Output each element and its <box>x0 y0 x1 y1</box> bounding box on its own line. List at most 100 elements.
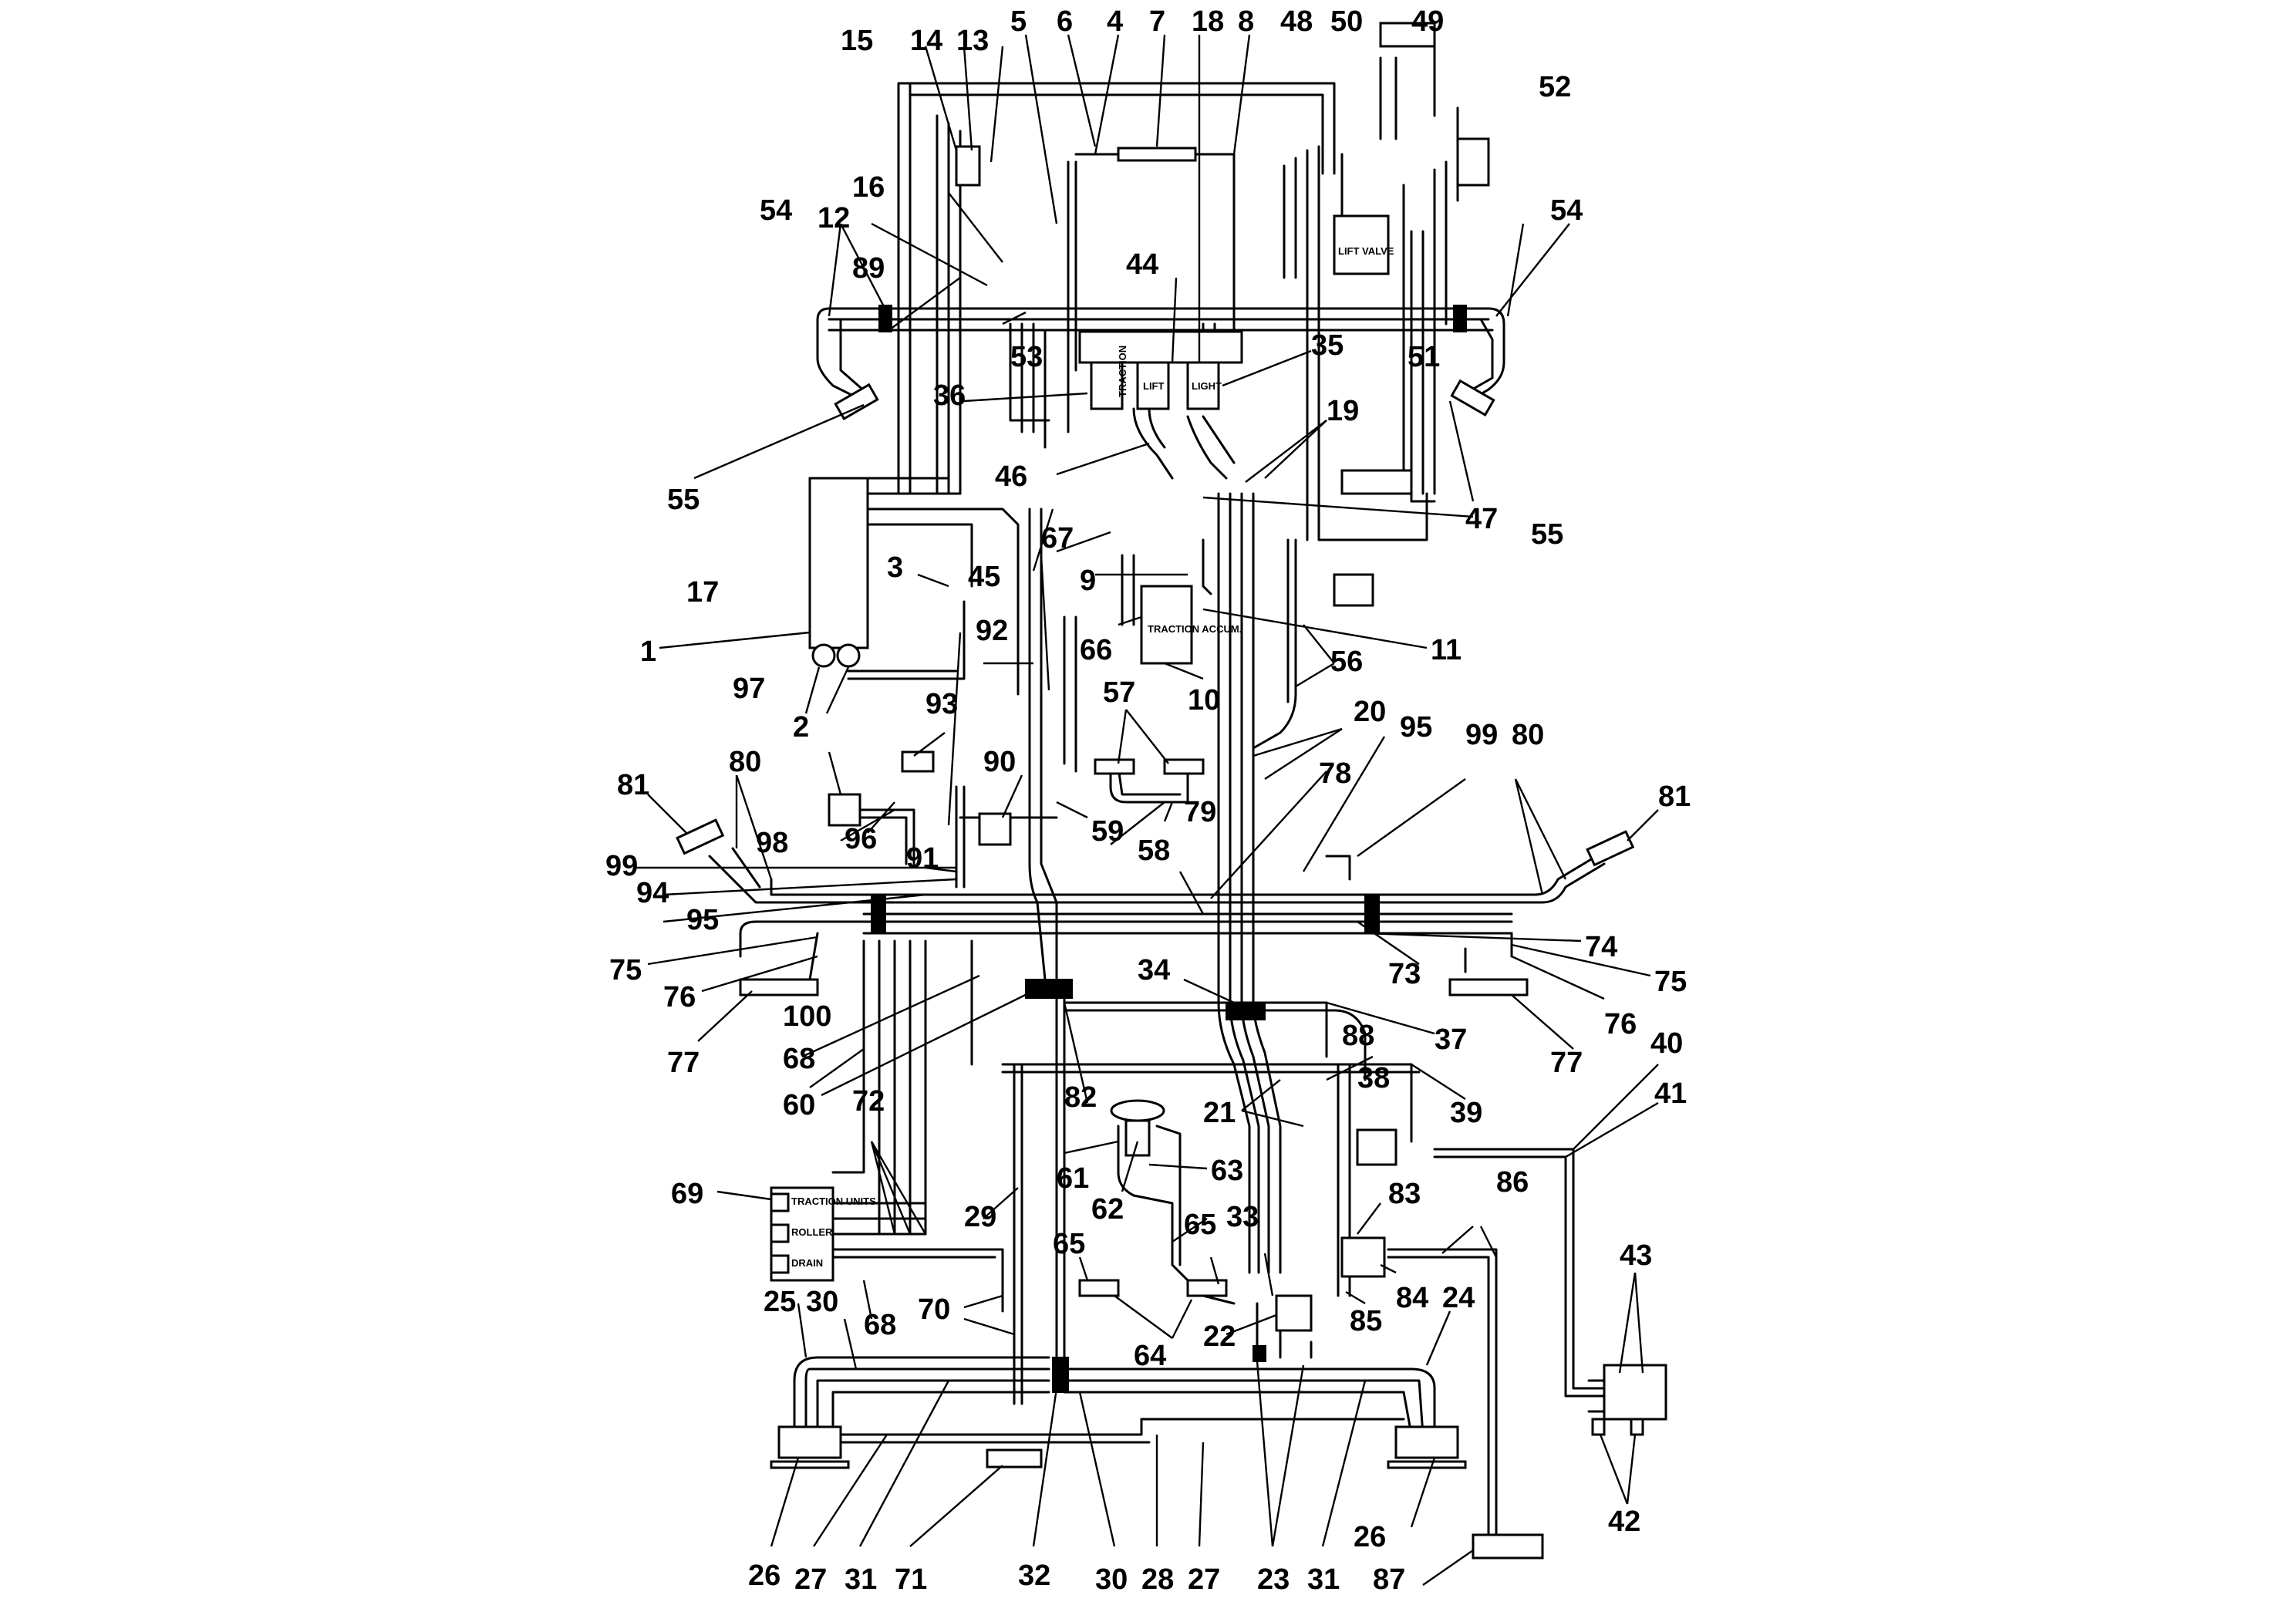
traction-accumulator <box>1140 585 1193 665</box>
wheel-motor-left-base <box>770 1460 850 1469</box>
lift-valve-plate: LIFT VALVE <box>1338 245 1394 257</box>
callout-54-right: 54 <box>1550 194 1583 227</box>
coupling-32 <box>1052 1357 1069 1393</box>
wheel-motor-right-base <box>1387 1460 1467 1469</box>
callout-77-left: 77 <box>667 1047 700 1079</box>
right-cylinder-81 <box>1586 830 1635 867</box>
left-cylinder-77 <box>739 978 819 996</box>
valve-90 <box>978 812 1012 846</box>
callout-100: 100 <box>783 1000 831 1033</box>
callout-27-right: 27 <box>1188 1563 1220 1596</box>
callout-66: 66 <box>1080 634 1112 666</box>
callout-4: 4 <box>1107 5 1123 38</box>
callout-17: 17 <box>686 576 719 609</box>
callout-86: 86 <box>1496 1166 1529 1199</box>
valve-plate-traction: TRACTION <box>1117 346 1128 397</box>
oil-cooler <box>1117 147 1197 162</box>
callout-35: 35 <box>1311 329 1344 362</box>
cylinder-65-right <box>1186 1279 1228 1297</box>
callout-18: 18 <box>1192 5 1224 38</box>
callout-80-right: 80 <box>1512 719 1544 751</box>
callout-55-right: 55 <box>1531 518 1563 551</box>
pressure-switch-97 <box>828 793 861 827</box>
callout-55-left: 55 <box>667 484 700 516</box>
callout-24: 24 <box>1442 1282 1475 1314</box>
callout-85: 85 <box>1350 1305 1382 1337</box>
coupling-23 <box>1253 1345 1266 1362</box>
callout-46: 46 <box>995 460 1027 493</box>
relief-valve <box>1340 469 1413 495</box>
coupling-manifold-a <box>1025 979 1073 999</box>
callout-3: 3 <box>887 551 903 584</box>
callout-7: 7 <box>1149 5 1165 38</box>
callout-27-left: 27 <box>794 1563 827 1596</box>
callout-22: 22 <box>1203 1320 1236 1353</box>
callout-76-left: 76 <box>663 981 696 1013</box>
left-cylinder-81 <box>676 818 725 855</box>
callout-32: 32 <box>1018 1560 1050 1592</box>
panel-plate-roller: ROLLER <box>791 1226 833 1238</box>
lift-valve <box>1333 214 1390 275</box>
callout-26-left: 26 <box>748 1560 781 1592</box>
callout-78: 78 <box>1319 757 1351 790</box>
callout-31-right: 31 <box>1307 1563 1340 1596</box>
panel-switch-1 <box>770 1192 790 1212</box>
callout-25: 25 <box>764 1286 796 1318</box>
callout-99-right: 99 <box>1465 719 1498 751</box>
callout-80-left: 80 <box>729 746 761 778</box>
callout-39: 39 <box>1450 1097 1482 1129</box>
callout-64: 64 <box>1134 1340 1166 1372</box>
callout-69: 69 <box>671 1178 703 1210</box>
right-cylinder-43 <box>1603 1364 1667 1421</box>
panel-switch-2 <box>770 1223 790 1243</box>
callout-91: 91 <box>906 842 939 875</box>
panel-switch-3 <box>770 1254 790 1274</box>
manifold-22 <box>1275 1294 1313 1332</box>
cylinder-57-left <box>1094 758 1135 775</box>
callout-57: 57 <box>1103 676 1135 709</box>
callout-26-right: 26 <box>1354 1521 1386 1553</box>
right-cylinder-42-b <box>1630 1418 1644 1436</box>
callout-31-left: 31 <box>845 1563 877 1596</box>
steering-wheel <box>1110 1099 1165 1122</box>
callout-87: 87 <box>1373 1563 1405 1596</box>
right-cylinder-77 <box>1448 978 1529 996</box>
callout-83: 83 <box>1388 1178 1421 1210</box>
callout-72: 72 <box>852 1085 885 1118</box>
callout-30-left: 30 <box>806 1286 838 1318</box>
top-right-block <box>1456 137 1490 187</box>
callout-98: 98 <box>756 827 788 859</box>
callout-65-left: 65 <box>1053 1228 1085 1260</box>
left-cylinder-55 <box>834 383 879 420</box>
top-right-valve <box>1379 22 1436 48</box>
wheel-motor-right <box>1394 1425 1459 1459</box>
callout-75-right: 75 <box>1654 966 1687 998</box>
electric-box <box>808 477 869 649</box>
callout-20: 20 <box>1354 696 1386 728</box>
callout-65-right: 65 <box>1184 1209 1216 1241</box>
callout-96: 96 <box>845 823 877 855</box>
components: TRACTION LIFT LIGHT TRACTION ACCUM. LIFT… <box>676 22 1667 1560</box>
valve-block-traction <box>1090 361 1124 410</box>
callout-94: 94 <box>636 877 669 909</box>
callout-36: 36 <box>933 379 966 412</box>
callout-41: 41 <box>1654 1077 1687 1110</box>
coupling-manifold-b <box>1226 1002 1266 1020</box>
callout-28: 28 <box>1141 1563 1174 1596</box>
callout-73: 73 <box>1388 958 1421 990</box>
callout-74: 74 <box>1585 931 1617 963</box>
callout-38: 38 <box>1357 1062 1390 1094</box>
panel-plate-traction: TRACTION UNITS <box>791 1195 876 1207</box>
callout-30-right: 30 <box>1095 1563 1128 1596</box>
callout-47: 47 <box>1465 503 1498 535</box>
callout-75-left: 75 <box>609 954 642 986</box>
callout-93: 93 <box>925 688 958 720</box>
callout-50: 50 <box>1330 5 1363 38</box>
callout-82: 82 <box>1064 1081 1097 1114</box>
pump-right <box>836 643 861 668</box>
valve-block-light <box>1186 361 1220 410</box>
panel-plate-drain: DRAIN <box>791 1257 823 1269</box>
callout-81-right: 81 <box>1658 781 1691 813</box>
callout-49: 49 <box>1411 5 1444 38</box>
